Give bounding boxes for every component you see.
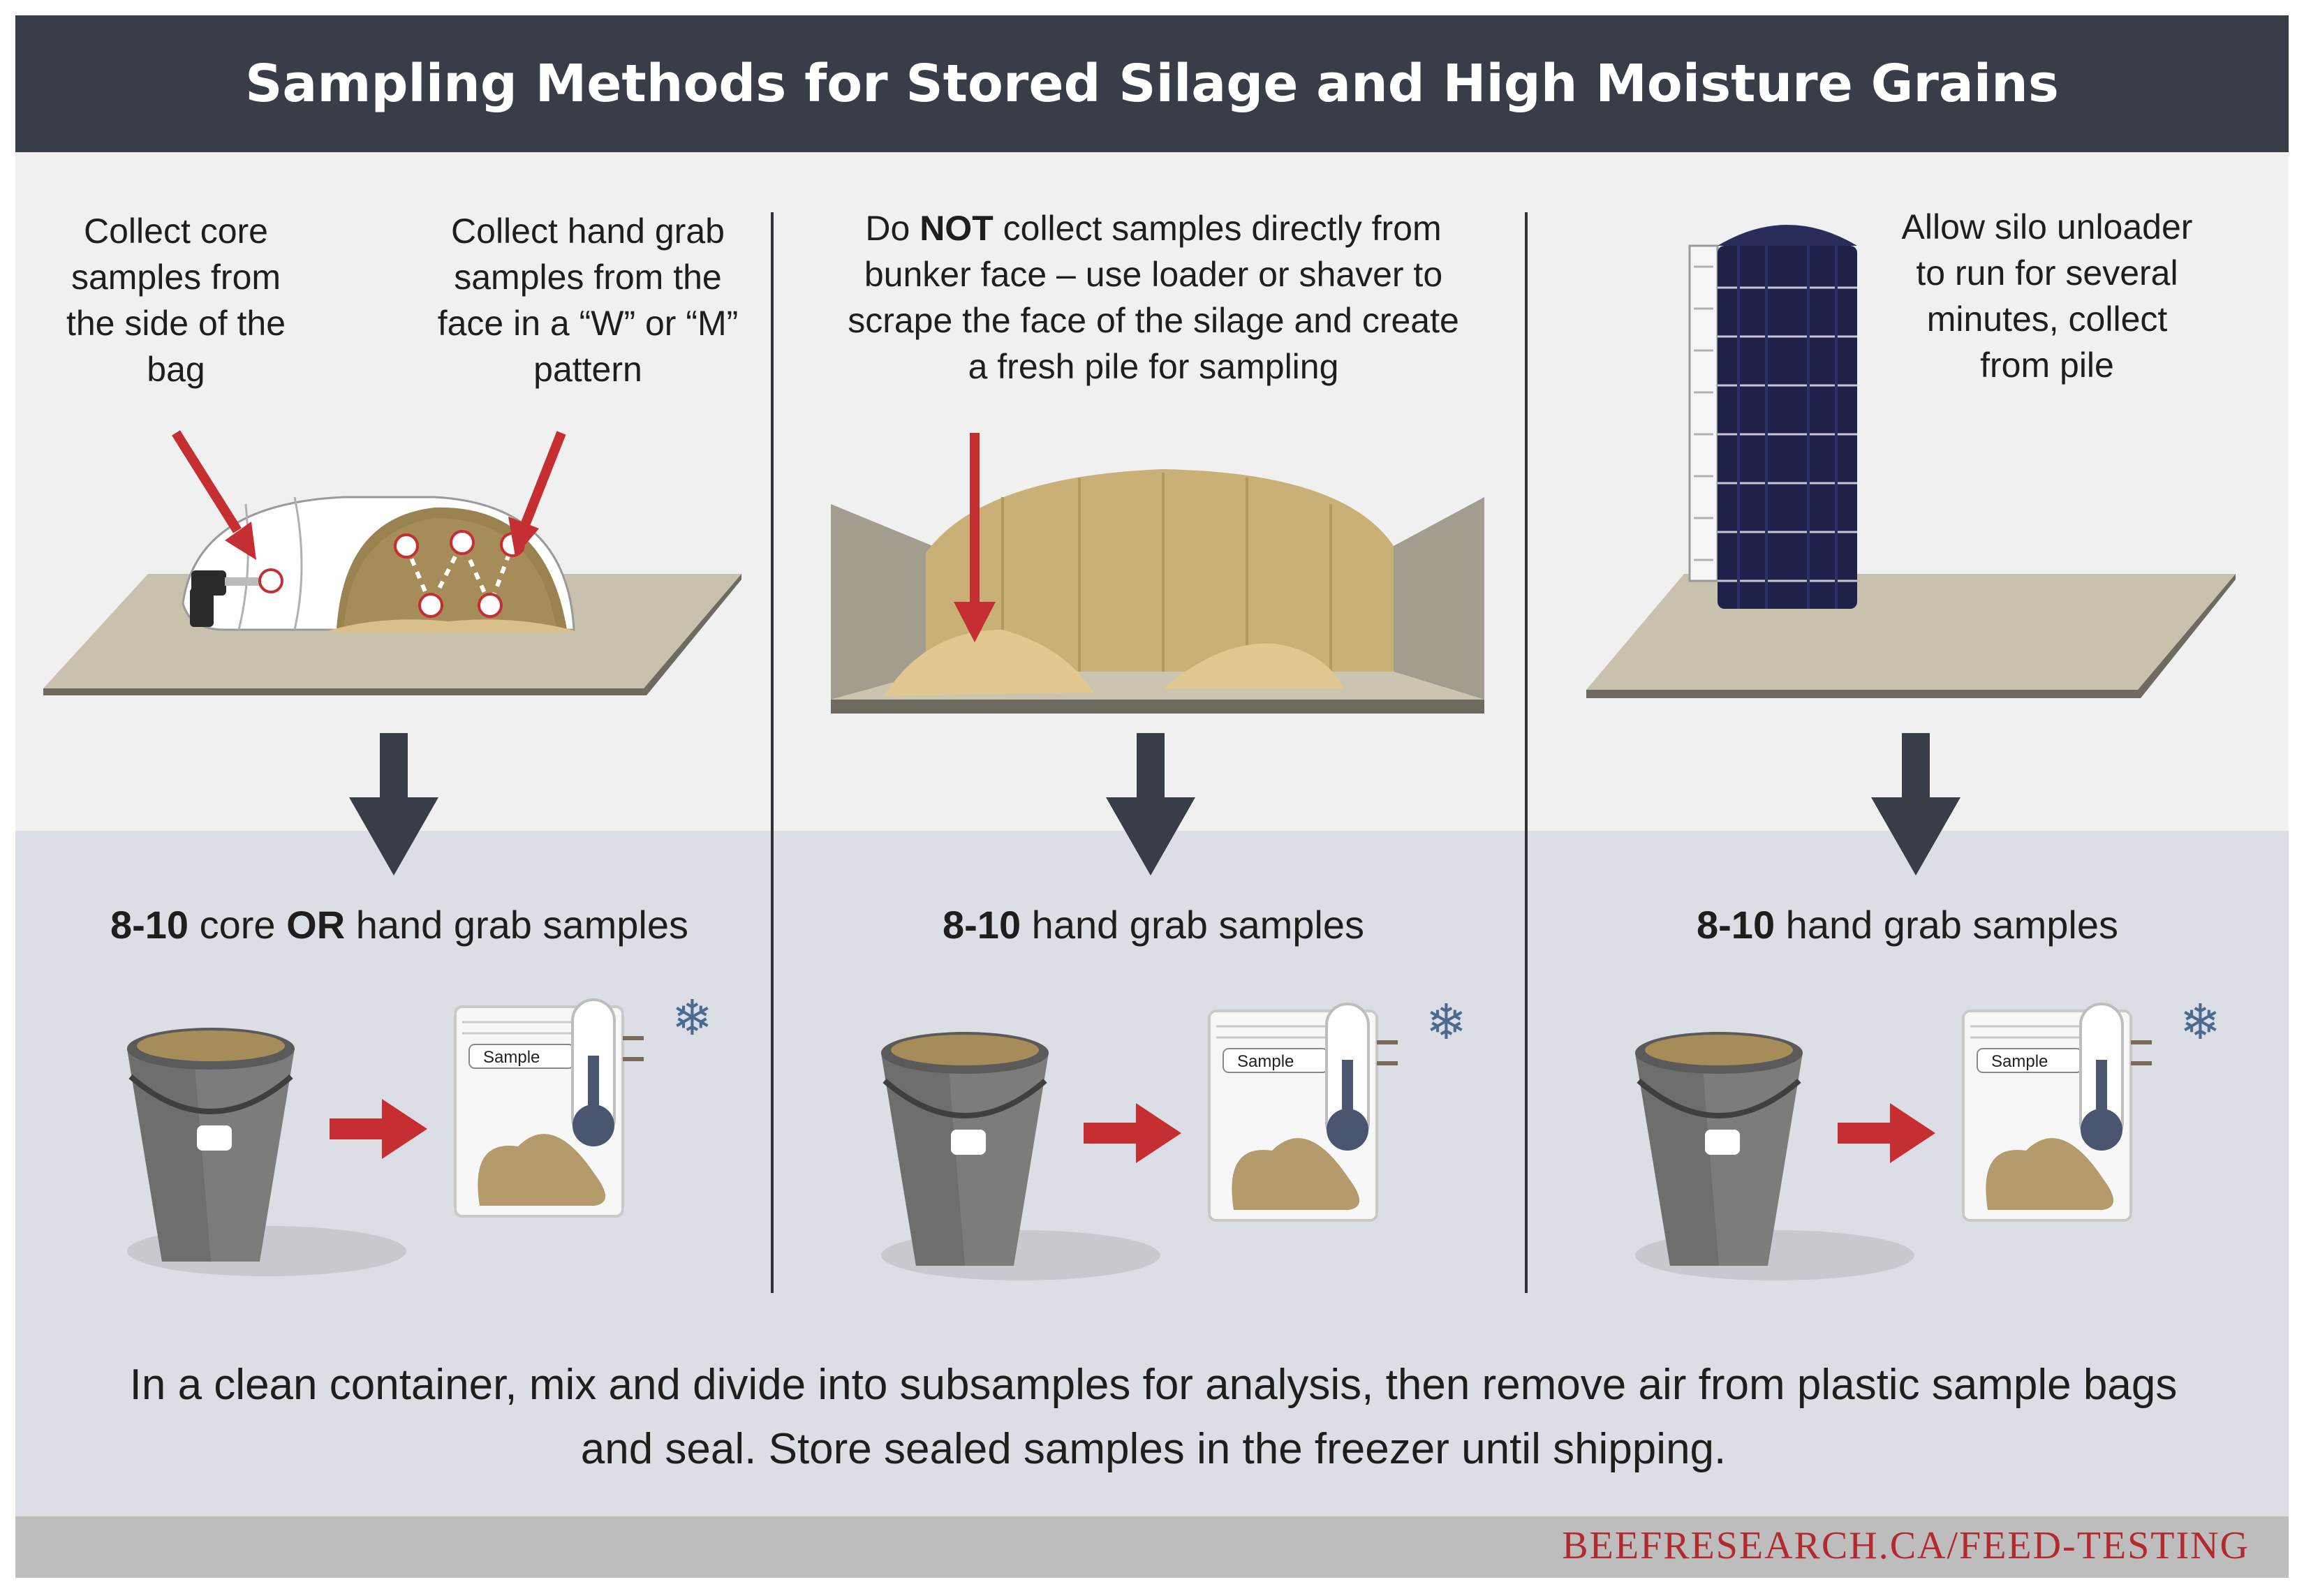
count-label: 8-10 core OR hand grab samples xyxy=(110,903,688,947)
infographic: Sampling Methods for Stored Silage and H… xyxy=(15,15,2289,1578)
footer-link[interactable]: BEEFRESEARCH.CA/FEED-TESTING xyxy=(1562,1524,2250,1567)
bucket-bag-group: Sample ❄ xyxy=(1635,993,2221,1280)
count-label: 8-10 hand grab samples xyxy=(943,903,1364,947)
bunker-label: Do NOT collect samples directly from bun… xyxy=(848,209,1459,386)
silo-label: Allow silo unloader to run for several m… xyxy=(1901,207,2193,385)
count-label: 8-10 hand grab samples xyxy=(1697,903,2118,947)
svg-text:❄: ❄ xyxy=(2180,993,2221,1051)
core-sample-label: Collect core samples from the side of th… xyxy=(66,212,286,389)
silage-bag-scene xyxy=(43,430,741,875)
sample-tag: Sample xyxy=(1991,1052,2048,1071)
sample-tag: Sample xyxy=(483,1048,540,1067)
svg-text:❄: ❄ xyxy=(672,989,713,1047)
sample-tag: Sample xyxy=(1237,1052,1294,1071)
column-divider xyxy=(1525,212,1528,1293)
silo-scene xyxy=(1586,225,2236,875)
column-divider xyxy=(771,212,774,1293)
sample-band xyxy=(15,831,2289,1516)
footer-band xyxy=(15,1516,2289,1578)
title-bar: Sampling Methods for Stored Silage and H… xyxy=(15,15,2289,152)
instructions-text: In a clean container, mix and divide int… xyxy=(129,1361,2178,1473)
bucket-bag-group: Sample ❄ xyxy=(881,993,1467,1280)
bunker-scene xyxy=(831,433,1484,875)
page-title: Sampling Methods for Stored Silage and H… xyxy=(245,54,2059,114)
bucket-bag-group: Sample ❄ xyxy=(127,989,713,1276)
svg-text:❄: ❄ xyxy=(1426,993,1467,1051)
hand-grab-label: Collect hand grab samples from the face … xyxy=(437,212,739,389)
